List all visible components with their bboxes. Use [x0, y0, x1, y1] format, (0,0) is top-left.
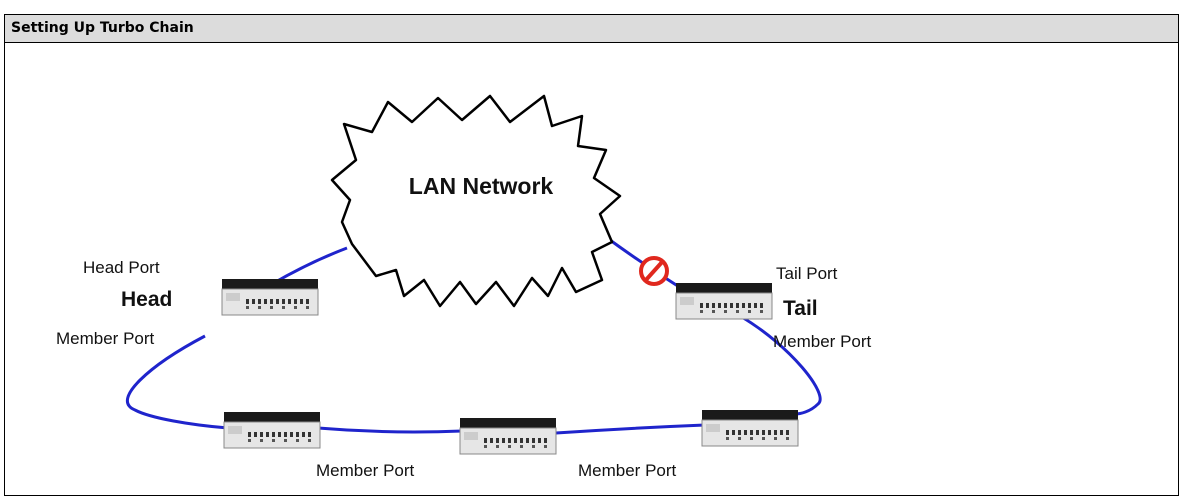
- link-bottom-left-center: [317, 426, 463, 434]
- turbo-chain-panel: Setting Up Turbo Chain: [4, 14, 1179, 496]
- lan-cloud: [330, 94, 622, 308]
- head-switch: [221, 278, 319, 316]
- no-entry-icon: [639, 256, 669, 286]
- cloud-label: LAN Network: [409, 173, 554, 199]
- bottom-member-port-label-2: Member Port: [578, 461, 677, 480]
- panel-title: Setting Up Turbo Chain: [5, 15, 1178, 43]
- bottom-member-port-label-1: Member Port: [316, 461, 415, 480]
- tail-port-label: Tail Port: [776, 264, 838, 283]
- member-switch-center: [459, 417, 557, 455]
- link-head-cloud: [271, 246, 348, 286]
- head-port-label: Head Port: [83, 258, 160, 277]
- tail-switch: [675, 282, 773, 320]
- tail-member-port-label: Member Port: [773, 332, 872, 351]
- head-role-label: Head: [121, 288, 172, 311]
- member-switch-left: [223, 411, 321, 449]
- member-switch-right: [701, 409, 799, 447]
- link-tail-bottom-right: [739, 314, 822, 416]
- tail-role-label: Tail: [783, 297, 818, 320]
- link-head-bottom: [126, 334, 229, 430]
- head-member-port-label: Member Port: [56, 329, 155, 348]
- link-bottom-center-right: [555, 423, 706, 435]
